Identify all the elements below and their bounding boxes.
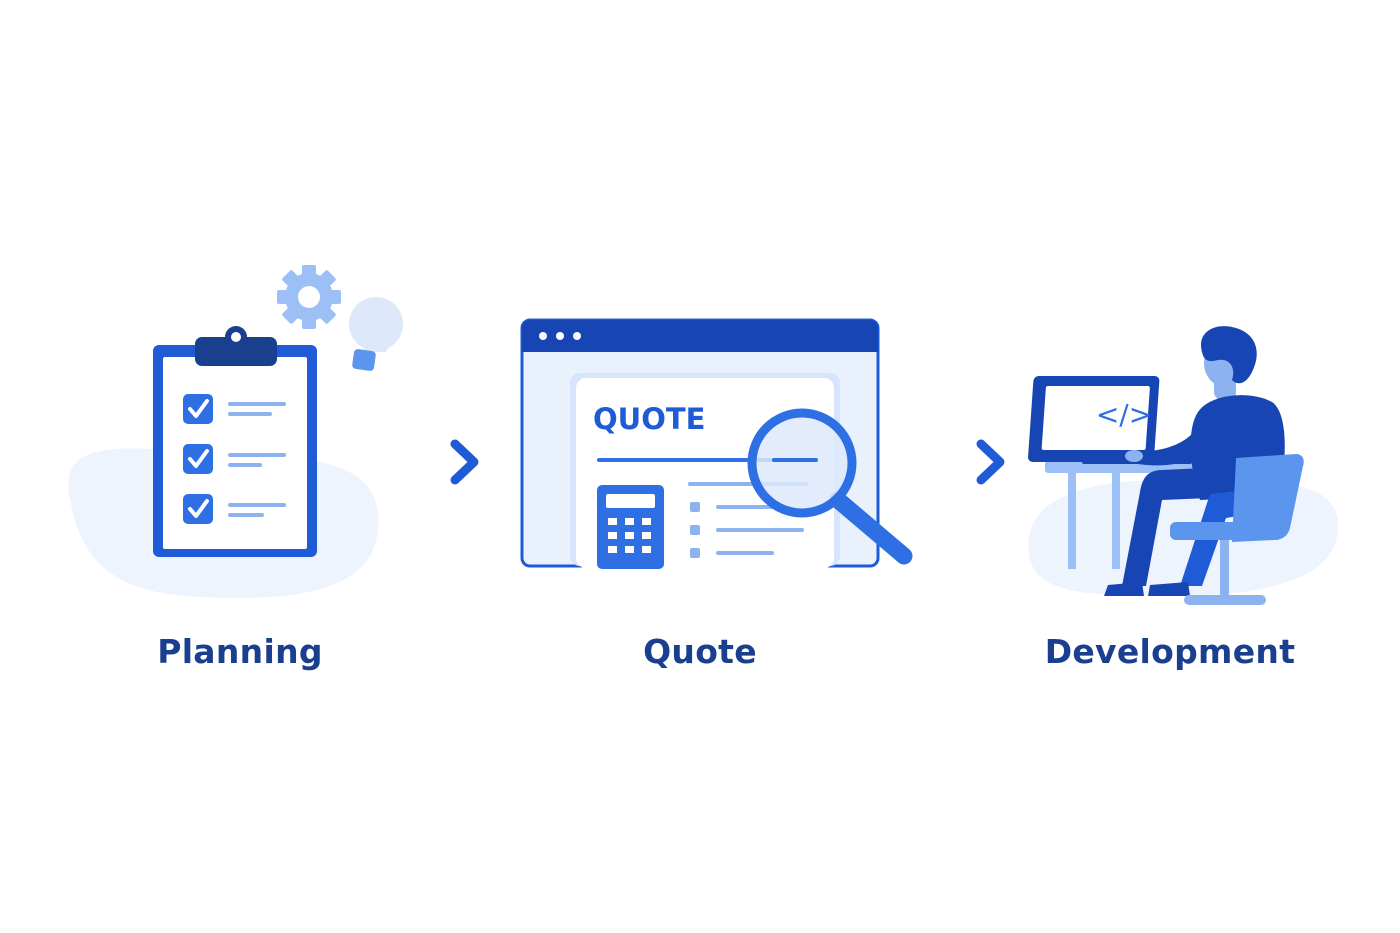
clipboard-checklist-icon	[153, 326, 317, 557]
quote-illustration: QUOTE	[520, 318, 913, 569]
calculator-icon	[597, 485, 664, 569]
step-label-quote: Quote	[643, 632, 757, 671]
window-dot	[556, 332, 564, 340]
step-label-planning: Planning	[157, 632, 323, 671]
arrow-right-icon	[399, 439, 479, 485]
lightbulb-icon	[349, 297, 403, 371]
arrow-right-icon	[925, 439, 1005, 485]
development-illustration: </>	[1028, 326, 1339, 605]
checkbox-checked-icon	[183, 494, 213, 524]
window-dot	[573, 332, 581, 340]
checkbox-checked-icon	[183, 394, 213, 424]
magnifying-glass-icon	[747, 408, 913, 565]
office-chair	[1170, 454, 1304, 605]
checkbox-checked-icon	[183, 444, 213, 474]
gear-icon	[277, 265, 341, 329]
quote-document-heading: QUOTE	[593, 402, 705, 436]
planning-illustration	[68, 265, 403, 599]
laptop-screen-code-text: </>	[1096, 398, 1152, 431]
window-dot	[539, 332, 547, 340]
laptop-icon: </>	[1028, 376, 1192, 464]
clipboard-clip	[195, 337, 277, 366]
step-label-development: Development	[1044, 632, 1296, 671]
